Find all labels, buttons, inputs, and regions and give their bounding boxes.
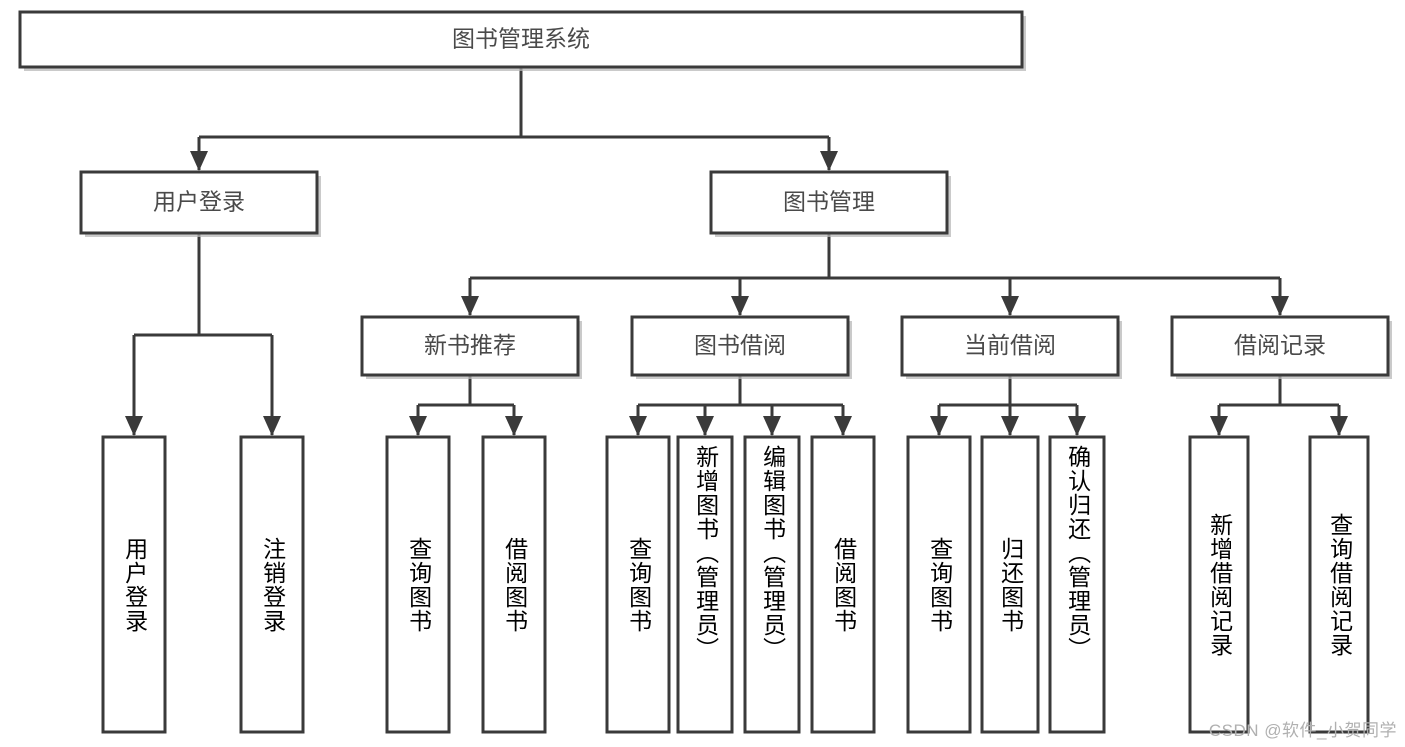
watermark-text: CSDN @软件_小贺同学 [1208,721,1397,740]
arrow-head-icon-bm-current-borrow [1001,296,1019,316]
node-leaf-query-borrow-record[interactable] [1308,435,1370,734]
node-leaf-add-borrow-record[interactable] [1188,435,1250,734]
arrow-head-icon-bm-new-book-recommend [461,296,479,316]
arrow-head-icon-leaf-query-book-3 [930,416,948,436]
node-leaf-query-book-2[interactable] [605,435,671,734]
arrow-head-icon-leaf-edit-book [763,416,781,436]
arrow-head-icon-bm-borrow-record [1271,296,1289,316]
node-book-management-label: 图书管理 [783,189,875,215]
node-leaf-user-logout[interactable] [239,435,305,734]
node-borrow-record[interactable] [1170,315,1390,377]
arrow-head-icon-leaf-return-book [1001,416,1019,436]
node-leaf-borrow-book-1[interactable] [481,435,547,734]
node-leaf-edit-book[interactable] [743,435,801,734]
arrow-head-icon-leaf-borrow-book-1 [505,416,523,436]
arrow-head-icon-leaf-query-borrow-record [1330,416,1348,436]
node-borrow-record-label: 借阅记录 [1234,332,1326,358]
node-leaf-return-book[interactable] [980,435,1040,734]
node-user-login-label: 用户登录 [153,189,245,215]
node-book-borrow-label: 图书借阅 [694,332,786,358]
node-leaf-user-login[interactable] [101,435,167,734]
node-root-system[interactable] [18,10,1024,69]
node-user-login[interactable] [79,170,319,235]
arrow-head-icon-leaf-user-login [125,416,143,436]
arrow-head-icon-leaf-add-borrow-record [1210,416,1228,436]
node-leaf-query-book-3[interactable] [906,435,972,734]
arrow-head-icon-root-user-login [190,151,208,171]
arrow-head-icon-root-book-management [820,151,838,171]
arrow-head-icon-leaf-borrow-book-2 [834,416,852,436]
node-new-book-recommend-label: 新书推荐 [424,332,516,358]
node-new-book-recommend[interactable] [360,315,580,377]
node-book-management[interactable] [709,170,949,235]
arrow-head-icon-leaf-query-book-2 [629,416,647,436]
node-leaf-add-book[interactable] [676,435,734,734]
arrow-head-icon-leaf-query-book-1 [409,416,427,436]
node-current-borrow-label: 当前借阅 [964,332,1056,358]
arrow-head-icon-leaf-confirm-return [1068,416,1086,436]
arrow-head-icon-leaf-add-book [696,416,714,436]
arrow-head-icon-leaf-user-logout [263,416,281,436]
node-leaf-borrow-book-2[interactable] [810,435,876,734]
node-book-borrow[interactable] [630,315,850,377]
node-current-borrow[interactable] [900,315,1120,377]
node-root-system-label: 图书管理系统 [452,26,590,52]
node-leaf-confirm-return[interactable] [1048,435,1106,734]
arrow-head-icon-bm-book-borrow [731,296,749,316]
node-leaf-query-book-1[interactable] [385,435,451,734]
